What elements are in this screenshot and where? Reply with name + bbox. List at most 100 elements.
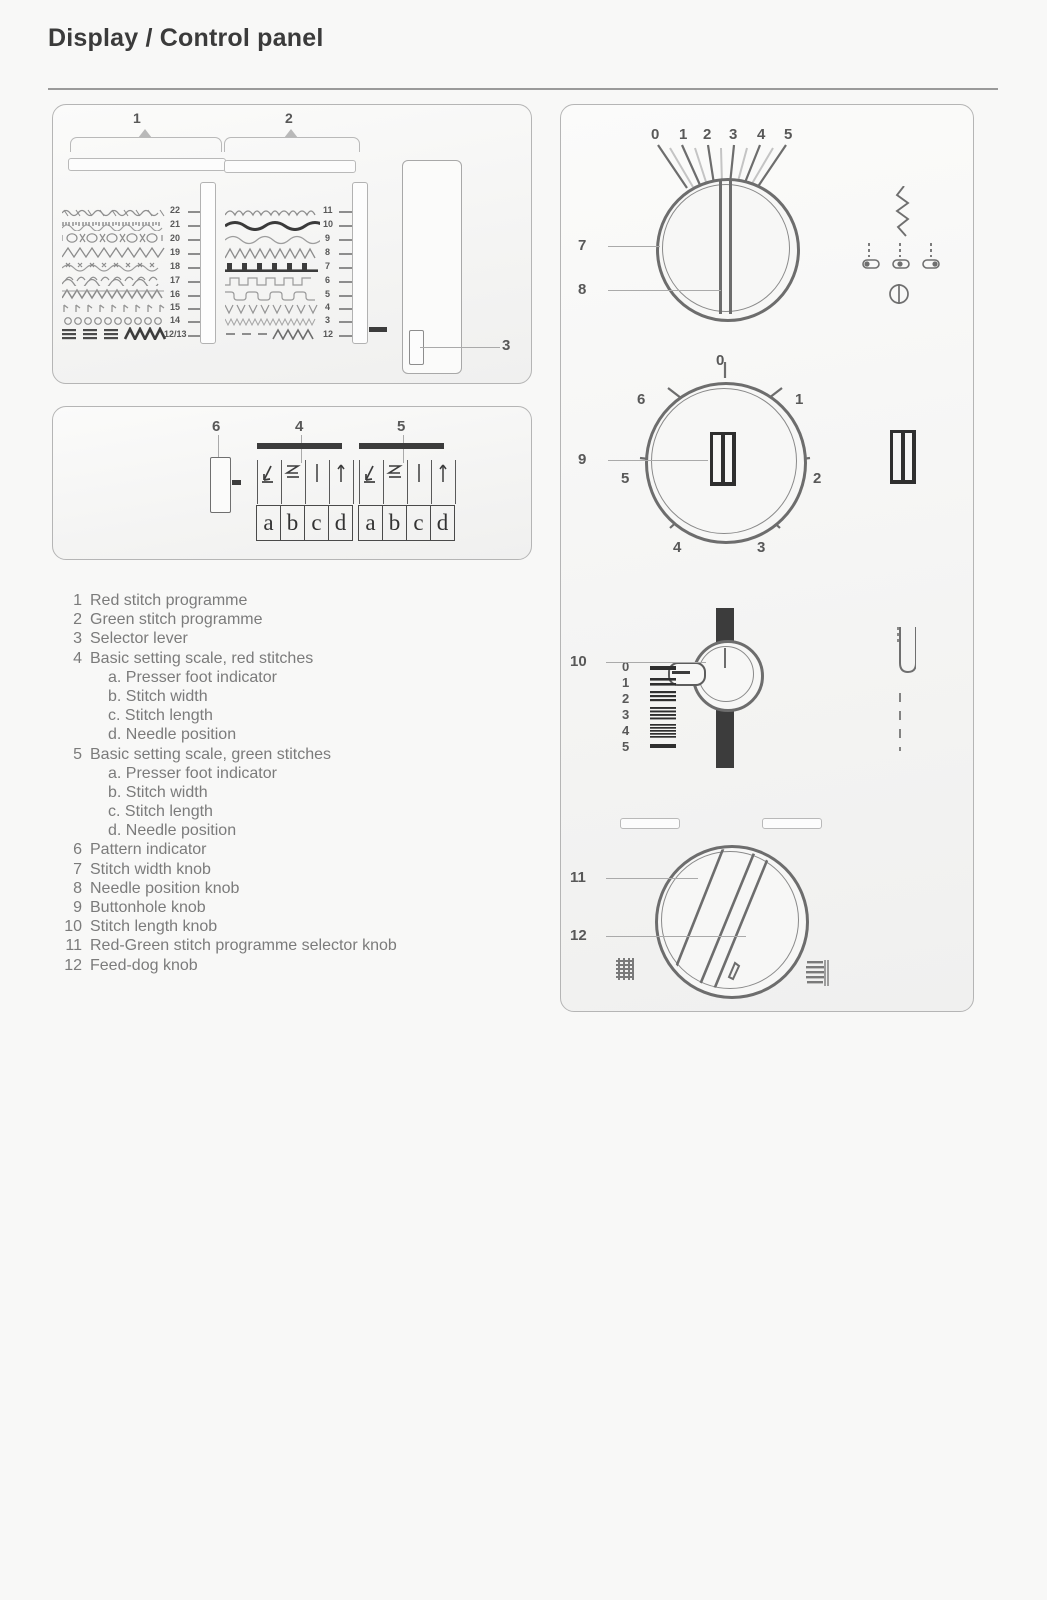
legend-item-label: b. Stitch width	[108, 687, 208, 705]
green-programme-bar	[224, 160, 356, 173]
red-programme-bar	[68, 158, 226, 171]
callout-3: 3	[502, 337, 511, 354]
red-cell-c: c	[305, 506, 329, 540]
pattern-indicator-window[interactable]	[210, 457, 231, 513]
width-scale-0: 0	[651, 126, 660, 143]
legend-item: 6 Pattern indicator	[56, 841, 526, 860]
legend-item-label: d. Needle position	[108, 822, 237, 840]
feed-dog-marker-right	[762, 818, 822, 829]
bh-scale-0: 0	[716, 352, 725, 369]
green-cell-a: a	[359, 506, 383, 540]
callout-12: 12	[570, 927, 587, 944]
legend-item-label: c. Stitch length	[108, 803, 213, 821]
green-num-8: 8	[325, 247, 331, 257]
bobbin-icon	[889, 284, 909, 304]
legend-item-number: 9	[73, 899, 82, 916]
length-scale-0: 0	[622, 659, 630, 674]
callout-6: 6	[212, 418, 221, 435]
legend-item-label: Selector lever	[90, 630, 188, 648]
callout-5: 5	[397, 418, 406, 435]
width-scale-3: 3	[729, 126, 738, 143]
presser-foot-icon	[360, 460, 384, 504]
legend-item-number: 8	[73, 879, 82, 897]
legend-item-label: a. Presser foot indicator	[108, 668, 277, 686]
callout-10: 10	[570, 653, 587, 670]
callout-8: 8	[578, 281, 587, 298]
green-cell-b: b	[383, 506, 407, 540]
legend-item-label: Red-Green stitch programme selector knob	[90, 937, 397, 955]
green-num-3: 3	[325, 315, 331, 325]
legend-item-label: Buttonhole knob	[90, 899, 206, 916]
green-num-5: 5	[325, 289, 331, 299]
callout-7: 7	[578, 237, 587, 254]
callout-2: 2	[285, 110, 293, 126]
presser-foot-icon	[258, 460, 282, 504]
red-cell-d: d	[334, 510, 347, 535]
bh-scale-2: 2	[813, 470, 822, 487]
stitch-width-knob-ring	[662, 184, 790, 312]
legend-item-label: Basic setting scale, green stitches	[90, 745, 332, 763]
legend-item-number: 4	[73, 649, 82, 667]
leader-5	[403, 435, 405, 463]
legend-item: 5 Basic setting scale, green stitches	[56, 746, 526, 765]
red-scale-strip[interactable]	[200, 182, 216, 344]
bh-scale-3: 3	[757, 539, 766, 556]
legend-item-number: 2	[73, 611, 82, 629]
red-num-18: 18	[170, 261, 181, 271]
legend-item-label: Stitch width knob	[90, 860, 211, 878]
stitch-length-pointer	[724, 648, 727, 668]
legend-item: 7 Stitch width knob	[56, 861, 526, 880]
red-scale-icon-row	[257, 460, 354, 504]
stitch-width-pointer	[719, 180, 722, 314]
legend-item-number: 12	[64, 956, 82, 974]
legend-item-label: b. Stitch width	[108, 783, 208, 801]
red-num-17: 17	[170, 275, 181, 285]
bracket-red-tip	[138, 129, 152, 138]
length-scale-1: 1	[622, 675, 630, 690]
needle-position-icons	[862, 243, 940, 269]
green-num-9: 9	[325, 233, 331, 243]
legend-item-number: 11	[65, 937, 82, 955]
basic-setting-scale-panel	[52, 406, 532, 560]
legend-item: 12 Feed-dog knob	[56, 957, 526, 976]
legend-item-number: 7	[73, 860, 82, 878]
stitch-length-icon	[408, 460, 432, 504]
callout-4: 4	[295, 418, 304, 435]
page-title: Display / Control panel	[48, 24, 324, 52]
legend-item: c. Stitch length	[56, 803, 526, 822]
bh-scale-5: 5	[621, 470, 630, 487]
legend-item: b. Stitch width	[56, 784, 526, 803]
legend-item-label: Feed-dog knob	[90, 956, 198, 974]
bh-scale-4: 4	[673, 539, 682, 556]
stitch-width-icon	[384, 460, 408, 504]
callout-9: 9	[578, 451, 587, 468]
buttonhole-knob-symbol	[710, 432, 736, 486]
leader-4	[301, 435, 303, 463]
width-scale-5: 5	[784, 126, 793, 143]
legend-item-number: 5	[73, 745, 82, 763]
needle-thread-icon	[897, 627, 916, 751]
legend-item-label: Basic setting scale, red stitches	[90, 649, 314, 667]
legend-item: b. Stitch width	[56, 688, 526, 707]
leader-8	[608, 290, 721, 292]
feed-dog-marker-left	[620, 818, 680, 829]
width-scale-1: 1	[679, 126, 688, 143]
red-num-21: 21	[170, 219, 181, 229]
legend-item-label: Pattern indicator	[90, 841, 207, 859]
feed-dog-lowered-icon	[806, 960, 829, 986]
needle-position-icon	[330, 460, 354, 504]
stitch-length-scale-bars	[650, 666, 676, 748]
callout-1: 1	[133, 110, 141, 126]
green-num-12: 12	[323, 329, 334, 339]
length-scale-3: 3	[622, 707, 630, 722]
green-num-11: 11	[323, 205, 333, 215]
green-scale-strip[interactable]	[352, 182, 368, 344]
green-cell-d: d	[436, 510, 449, 535]
legend-item-number: 6	[73, 841, 82, 859]
feed-dog-raised-icon	[616, 958, 634, 980]
